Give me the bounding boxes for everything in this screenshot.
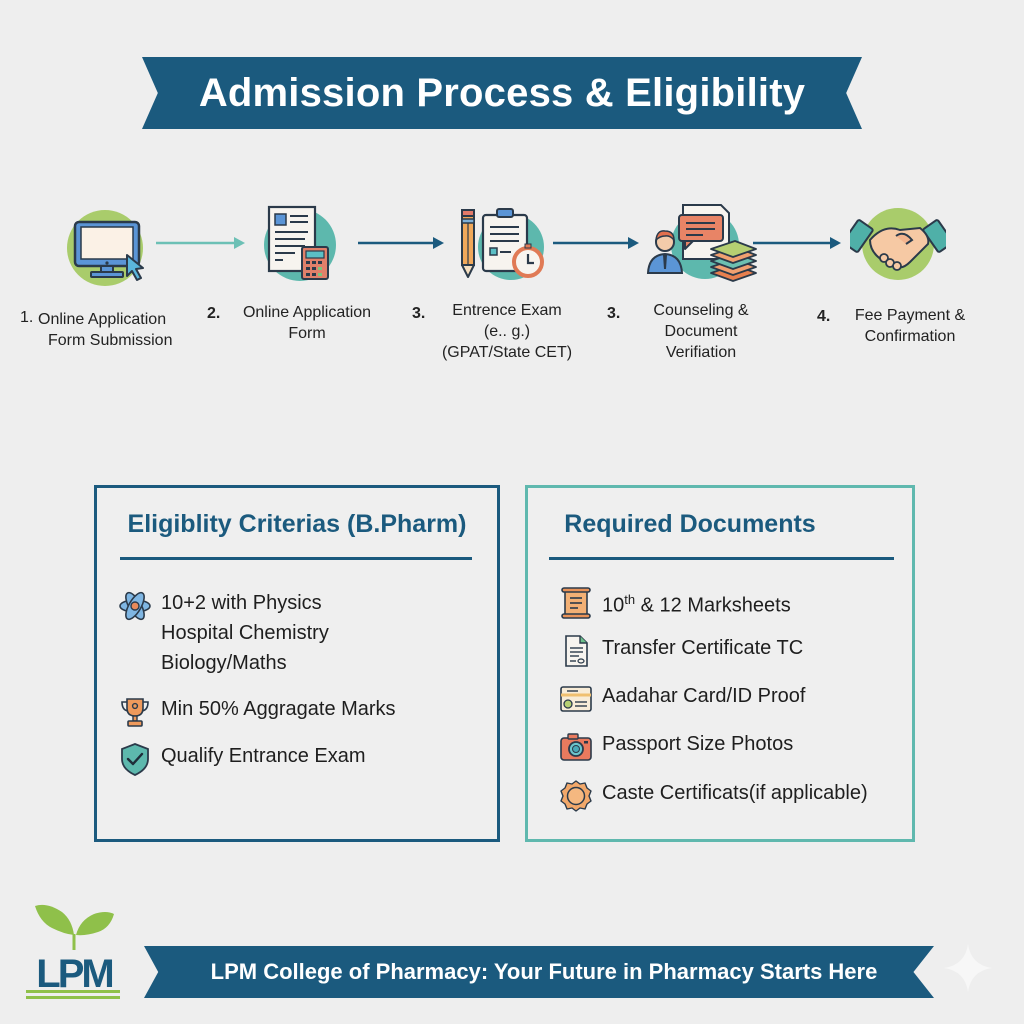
title-banner: Admission Process & Eligibility xyxy=(142,57,862,129)
document-item-text: Transfer Certificate TC xyxy=(602,637,804,659)
document-item: Aadahar Card/ID Proof xyxy=(558,681,805,717)
computer-monitor-cursor-icon xyxy=(55,200,155,300)
document-item: Caste Certificats(if applicable) xyxy=(558,778,868,814)
counselor-documents-icon xyxy=(643,197,758,297)
exam-clipboard-pencil-timer-icon xyxy=(455,197,555,297)
step-1-label-line2: Form Submission xyxy=(48,332,173,349)
camera-icon xyxy=(558,729,594,765)
step-5-number: 4. xyxy=(817,308,831,325)
step-3-number: 3. xyxy=(412,305,426,322)
lpm-logo: LPM xyxy=(22,890,127,1005)
application-form-calculator-icon xyxy=(250,195,350,295)
document-item: Transfer Certificate TC xyxy=(558,633,803,669)
page-title: Admission Process & Eligibility xyxy=(198,70,806,115)
step-4-label-line3: Verifiation xyxy=(665,344,737,361)
step-3-label-line3: (GPAT/State CET) xyxy=(441,344,573,361)
step-3-label: Entrence Exam (e.. g.) (GPAT/State CET) xyxy=(407,300,607,363)
step-1-label: Online Application Form Submission xyxy=(8,309,198,351)
arrow-step-4-to-5 xyxy=(753,236,841,250)
step-3-label-line1: Entrence Exam xyxy=(452,302,562,319)
arrow-step-1-to-2 xyxy=(156,236,246,250)
step-2-number: 2. xyxy=(207,305,221,322)
documents-card: Required Documents 10th & 12 Marksheets xyxy=(525,485,915,842)
document-text-sup: th xyxy=(624,592,636,607)
eligibility-title: Eligiblity Criterias (B.Pharm) xyxy=(127,510,467,538)
document-item-text: Aadahar Card/ID Proof xyxy=(602,685,806,707)
document-text-post: & 12 Marksheets xyxy=(635,594,791,617)
documents-title: Required Documents xyxy=(564,510,816,538)
step-1-number: 1. xyxy=(20,309,34,326)
step-4-label-line2: Document xyxy=(664,323,738,340)
step-1-label-line1: Online Application xyxy=(38,311,167,328)
eligibility-item-text: Qualify Entrance Exam xyxy=(161,745,366,767)
id-card-icon xyxy=(558,681,594,717)
logo-text: LPM xyxy=(36,952,112,996)
step-2-label-line2: Form xyxy=(288,325,326,342)
step-5-label: Fee Payment & Confirmation xyxy=(790,305,990,347)
document-text-pre: 10 xyxy=(602,594,625,617)
eligibility-card: Eligiblity Criterias (B.Pharm) 10+2 with… xyxy=(94,485,500,842)
document-item: 10th & 12 Marksheets xyxy=(558,585,791,621)
eligibility-item: Qualify Entrance Exam xyxy=(117,741,366,777)
step-3-label-line2: (e.. g.) xyxy=(483,323,531,340)
shield-check-icon xyxy=(117,741,153,777)
eligibility-item: Min 50% Aggragate Marks xyxy=(117,694,396,730)
arrow-step-2-to-3 xyxy=(358,236,444,250)
certificate-document-icon xyxy=(558,633,594,669)
step-4-number: 3. xyxy=(607,305,621,322)
handshake-icon xyxy=(842,200,954,286)
sparkle-icon xyxy=(940,940,996,996)
step-2-label: Online Application Form xyxy=(207,302,407,344)
eligibility-item-text: Min 50% Aggragate Marks xyxy=(161,698,396,720)
step-5-label-line2: Confirmation xyxy=(864,328,956,345)
footer-tagline: LPM College of Pharmacy: Your Future in … xyxy=(210,959,878,984)
atom-icon xyxy=(117,588,153,624)
eligibility-item: 10+2 with Physics Hospital Chemistry Bio… xyxy=(117,588,329,678)
eligibility-line: 10+2 with Physics xyxy=(161,592,322,614)
document-item-text: 10th & 12 Marksheets xyxy=(602,585,791,621)
step-4-label: Counseling & Document Verifiation xyxy=(601,300,801,363)
eligibility-divider xyxy=(120,557,472,560)
eligibility-line: Biology/Maths xyxy=(161,652,287,674)
step-5-label-line1: Fee Payment & xyxy=(854,307,966,324)
eligibility-line: Hospital Chemistry xyxy=(161,622,329,644)
scroll-icon xyxy=(558,585,594,621)
leaf-sprout-icon xyxy=(35,904,114,951)
trophy-icon xyxy=(117,694,153,730)
document-item: Passport Size Photos xyxy=(558,729,793,765)
arrow-step-3-to-4 xyxy=(553,236,639,250)
seal-badge-icon xyxy=(558,778,594,814)
document-item-text: Passport Size Photos xyxy=(602,733,794,755)
step-2-label-line1: Online Application xyxy=(242,304,372,321)
step-4-label-line1: Counseling & xyxy=(653,302,749,319)
eligibility-item-text: 10+2 with Physics Hospital Chemistry Bio… xyxy=(161,588,329,678)
document-item-text: Caste Certificats(if applicable) xyxy=(602,782,868,804)
documents-divider xyxy=(549,557,894,560)
footer-banner: LPM College of Pharmacy: Your Future in … xyxy=(144,946,934,998)
